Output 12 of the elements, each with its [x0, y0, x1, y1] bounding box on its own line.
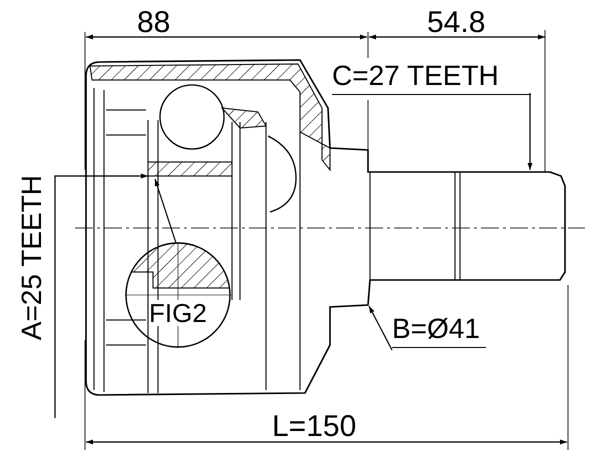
callout-text: C=27 TEETH [332, 62, 531, 95]
leader-line [154, 178, 177, 244]
leader-line [528, 93, 532, 170]
dimension-label: 54.8 [427, 8, 486, 38]
callout-text: B=Ø41 [392, 315, 486, 348]
dimension-label: L=150 [272, 412, 356, 442]
detail-circle [125, 242, 231, 348]
leader-line [368, 306, 393, 350]
callout-text: A=25 TEETH [18, 175, 46, 340]
detail-label: FIG2 [149, 300, 207, 326]
leader-line [54, 174, 148, 418]
dimension-label: 88 [137, 8, 170, 38]
